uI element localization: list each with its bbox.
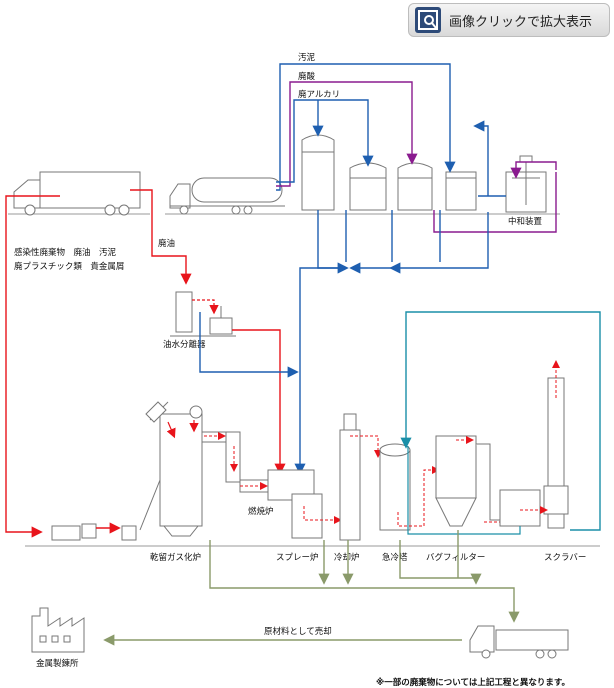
scrubber-label: スクラバー: [544, 553, 586, 563]
spray-furnace: [291, 493, 323, 539]
sale-label: 原材料として売却: [264, 626, 332, 637]
waste-types-line1: 感染性廃棄物 廃油 汚泥: [14, 247, 117, 258]
bag-filter: [435, 435, 500, 527]
truck-icon: [13, 171, 141, 216]
waste-oil-label: 廃油: [158, 238, 175, 249]
dry-distillation-furnace: [145, 401, 241, 537]
footnote: ※一部の廃棄物については上記工程と異なります。: [376, 677, 570, 688]
magnify-icon: [415, 7, 441, 33]
metal-refinery-label: 金属製錬所: [36, 658, 79, 669]
waste-alkali-label: 廃アルカリ: [298, 89, 340, 100]
waste-types-line2: 廃プラスチック類 貴金属屑: [14, 261, 124, 272]
oil-water-separator-label: 油水分離器: [163, 339, 206, 350]
cooling-furnace-label: 冷却炉: [334, 552, 360, 563]
quench-tower-label: 急冷塔: [382, 552, 408, 563]
sludge-label: 汚泥: [298, 52, 316, 63]
cooling-furnace: [339, 413, 361, 541]
dry-distillation-furnace-label: 乾留ガス化炉: [150, 552, 201, 563]
zoom-button[interactable]: 画像クリックで拡大表示: [408, 3, 610, 37]
scrubber: [499, 377, 569, 529]
neutralizer-label: 中和装置: [508, 216, 543, 227]
waste-acid-label: 廃酸: [298, 71, 316, 82]
neutralizer-unit: [505, 155, 547, 213]
feeder-conveyor: [51, 479, 161, 541]
factory-icon: [31, 607, 85, 653]
tanker-truck-icon: [169, 177, 285, 215]
zoom-button-label: 画像クリックで拡大表示: [449, 14, 593, 30]
quench-tower: [379, 443, 411, 531]
spray-furnace-label: スプレー炉: [276, 552, 319, 563]
combustion-furnace-label: 燃焼炉: [248, 506, 274, 517]
storage-tanks: [301, 134, 477, 211]
bag-filter-label: バグフィルター: [426, 552, 485, 563]
output-truck-icon: [469, 625, 569, 659]
oil-water-separator: [170, 291, 236, 337]
